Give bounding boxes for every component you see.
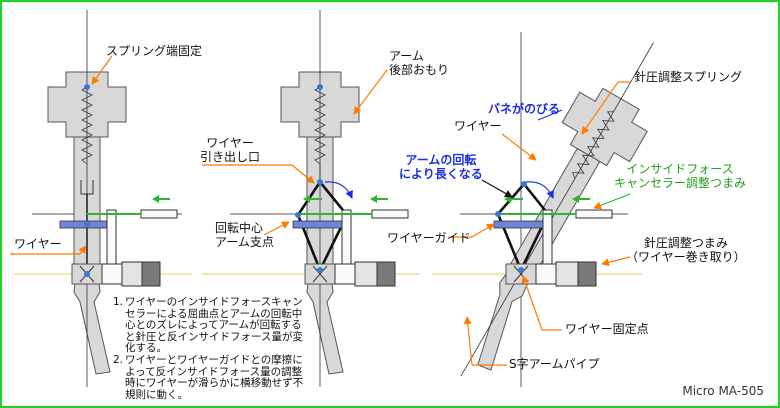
label-inside-force-knob: インサイドフォース キャンセラー調整つまみ xyxy=(614,162,746,190)
label-arm-rotation: アームの回転 により長くなる xyxy=(399,153,483,181)
pivot-dot-2 xyxy=(295,212,301,218)
note-1-text: ワイヤーのインサイドフォースキャンセラーによる屈曲点とアームの回転中心とのズレに… xyxy=(125,296,303,355)
label-wire-guide: ワイヤーガイド xyxy=(387,231,471,245)
label-spring-fixed: スプリング端固定 xyxy=(106,44,203,58)
panel-2-static xyxy=(202,10,420,387)
spring-2 xyxy=(314,86,326,165)
fixed-dot-1 xyxy=(84,271,90,277)
label-tracking-knob-line2: （ワイヤー巻き取り） xyxy=(626,250,746,264)
note-2-text: ワイヤーとワイヤーガイドとの摩擦によって反インサイドフォース量の調整時にワイヤー… xyxy=(125,353,304,401)
label-wire-pullout-line1: ワイヤー xyxy=(206,136,254,150)
credit-label: Micro MA-505 xyxy=(682,384,764,398)
label-tracking-knob: 針圧調整つまみ （ワイヤー巻き取り） xyxy=(626,236,746,264)
label-wire-left: ワイヤー xyxy=(14,237,62,251)
label-wire-pullout: ワイヤー 引き出し口 xyxy=(200,136,260,164)
note-1: 1. ワイヤーのインサイドフォースキャンセラーによる屈曲点とアームの回転中心との… xyxy=(113,296,309,355)
label-pivot-center-line1: 回転中心 xyxy=(215,221,264,235)
notes: 1. ワイヤーのインサイドフォースキャンセラーによる屈曲点とアームの回転中心との… xyxy=(113,296,309,401)
panel-3-static xyxy=(432,32,654,387)
label-spring-stretch: バネがのびる xyxy=(488,102,561,116)
pivot-bar-3 xyxy=(493,220,547,229)
label-wire-mid: ワイヤー xyxy=(454,119,502,133)
note-2-num: 2. xyxy=(113,353,124,366)
pivot-bar-2 xyxy=(292,220,346,229)
spring-fixed-dot-1 xyxy=(84,84,90,90)
label-arm-rear-weight-line1: アーム xyxy=(389,49,424,63)
note-2: 2. ワイヤーとワイヤーガイドとの摩擦によって反インサイドフォース量の調整時にワ… xyxy=(113,353,309,401)
pivot-dot-1 xyxy=(84,221,90,227)
arm-pipe-2 xyxy=(306,273,344,375)
arm-pipe-3 xyxy=(477,267,531,371)
label-tracking-spring: 針圧調整スプリング xyxy=(634,70,743,84)
label-arm-rotation-line1: アームの回転 xyxy=(405,153,477,167)
label-wire-pullout-line2: 引き出し口 xyxy=(200,150,261,164)
spring-1 xyxy=(81,86,93,165)
label-pivot-center: 回転中心 アーム支点 xyxy=(215,221,274,249)
label-arm-rotation-line2: により長くなる xyxy=(399,167,483,181)
label-arm-rear-weight-line2: 後部おもり xyxy=(389,63,450,77)
label-inside-force-knob-line1: インサイドフォース xyxy=(626,162,734,176)
panel-1-static xyxy=(10,10,192,387)
label-tracking-knob-line1: 針圧調整つまみ xyxy=(643,236,728,250)
label-wire-fixed-point: ワイヤー固定点 xyxy=(565,322,649,336)
label-pivot-center-line2: アーム支点 xyxy=(215,235,274,249)
pullout-dot-2 xyxy=(317,179,323,185)
note-1-num: 1. xyxy=(113,296,124,308)
label-s-arm-pipe: S字アームパイプ xyxy=(509,357,600,371)
label-inside-force-knob-line2: キャンセラー調整つまみ xyxy=(614,176,747,190)
fixed-dot-3 xyxy=(518,267,524,273)
spring-3 xyxy=(572,111,615,179)
label-arm-rear-weight: アーム 後部おもり xyxy=(389,49,449,77)
arm-pipe-1 xyxy=(73,273,111,375)
